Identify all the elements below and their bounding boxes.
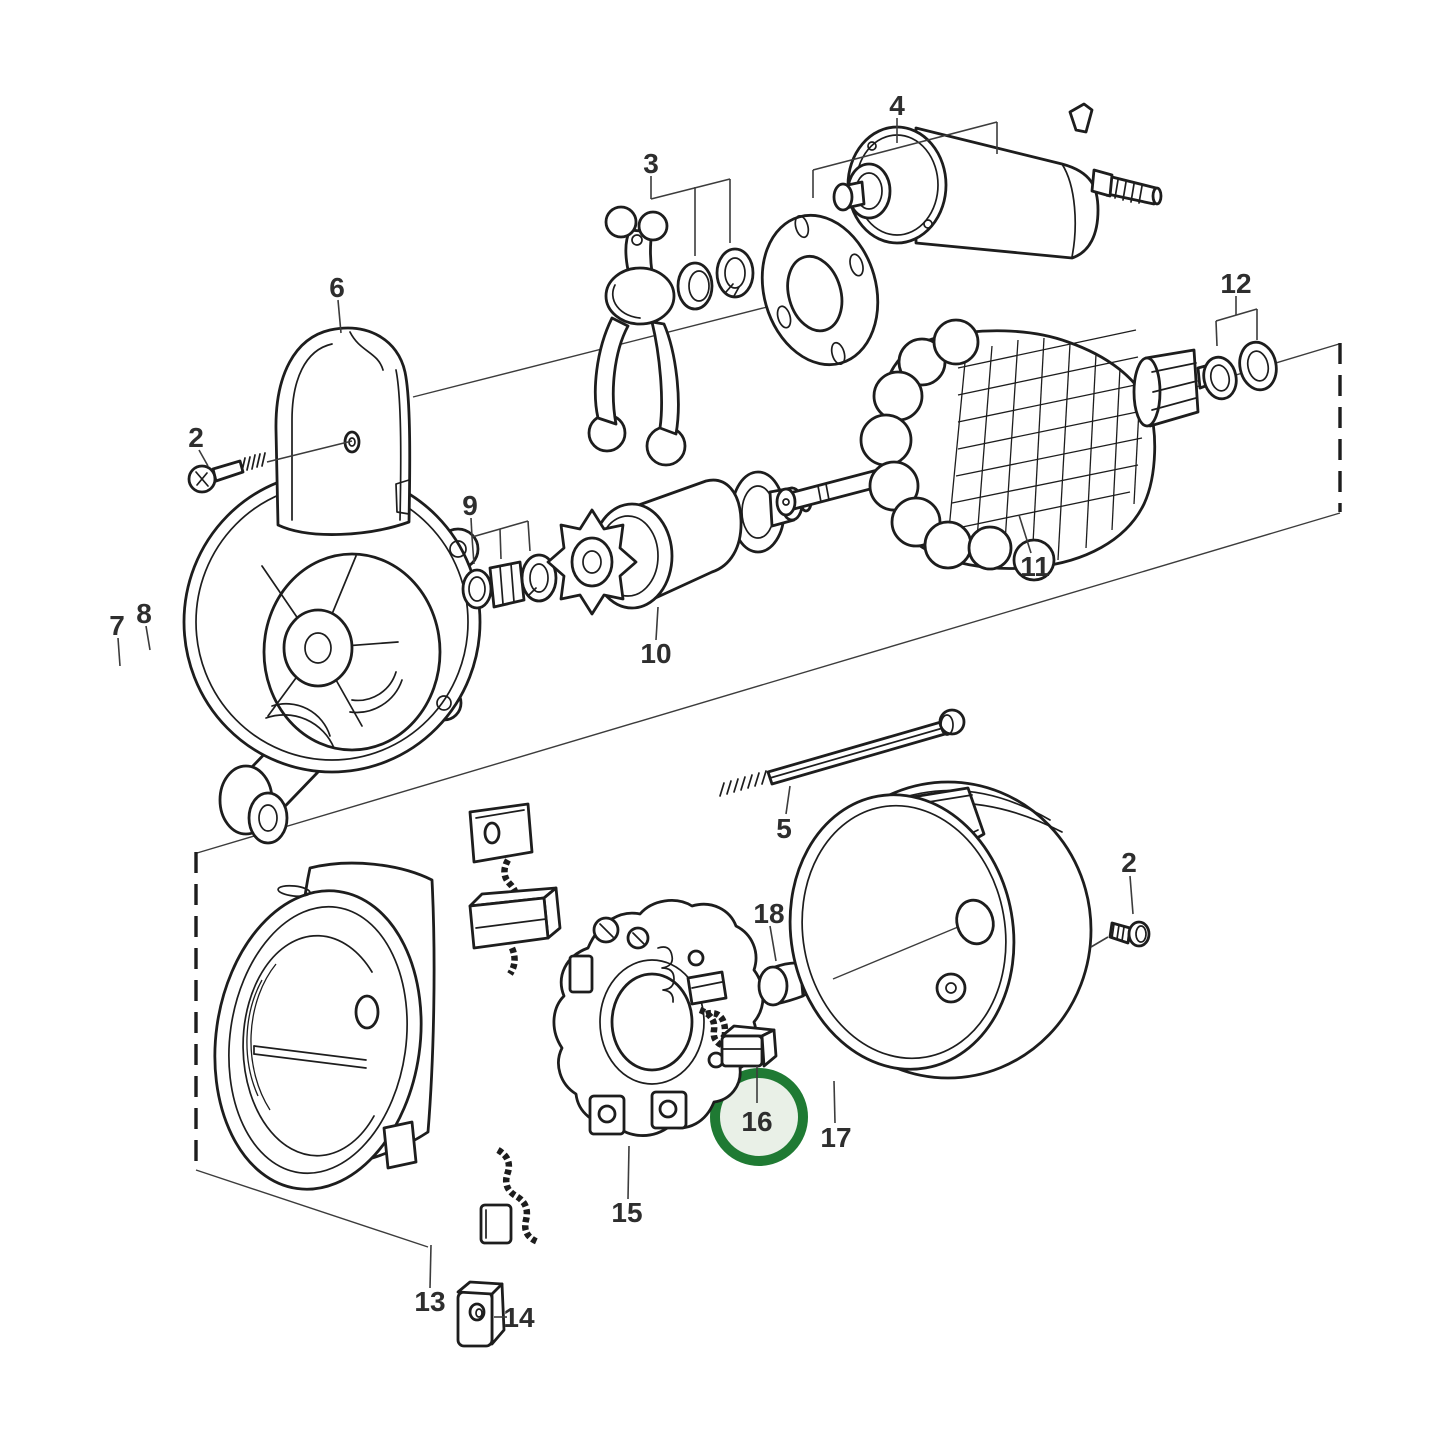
leader-line-8 (145, 625, 151, 651)
bracket-line (1090, 936, 1109, 948)
callout-16-highlighted[interactable]: 16 (741, 1106, 772, 1137)
part-16-brush-highlighted[interactable] (705, 1009, 778, 1068)
callout-8: 8 (136, 598, 152, 629)
highlight-fill (710, 1068, 808, 1166)
cap-hub-hole (955, 898, 995, 946)
leader-line-13 (429, 1244, 432, 1289)
part-13-field-housing (213, 861, 540, 1246)
leader-line-10 (655, 606, 659, 641)
part-3-retaining-clip (715, 247, 755, 299)
leader-line-5 (785, 785, 791, 815)
brush-spring (657, 946, 675, 1003)
solenoid-plunger-tip (832, 182, 854, 212)
adjusting-nut (488, 560, 526, 609)
highlight-hotspot[interactable] (710, 1068, 808, 1166)
part-3-engagement-lever (587, 205, 687, 467)
callout-4: 4 (889, 90, 905, 121)
group-bottom-line (195, 1169, 429, 1248)
leader-line-7 (117, 637, 121, 667)
leader-line-17 (833, 1080, 836, 1124)
part-11-armature (775, 318, 1227, 582)
part-14-brush (456, 1280, 506, 1348)
lever-knob (637, 210, 669, 242)
terminal-tab (468, 802, 534, 864)
bracket-line (471, 536, 475, 565)
part-4-gasket (760, 213, 880, 367)
part-9-adjusting-set (461, 553, 558, 610)
leader-lines (117, 118, 1237, 1318)
part-17-end-cap (788, 780, 1093, 1080)
leader-line-18 (769, 925, 777, 962)
callout-12: 12 (1220, 268, 1251, 299)
part-10-drive-pinion-clutch (546, 470, 813, 616)
leader-line-2 (198, 449, 209, 467)
leader-line-11 (1018, 514, 1032, 554)
lever-knob (604, 205, 638, 239)
drive-end-housing (182, 470, 482, 845)
bracket-line (812, 121, 998, 171)
callout-17: 17 (820, 1122, 851, 1153)
callout-7: 7 (109, 610, 125, 641)
leader-line-2 (1129, 875, 1134, 915)
lever-boss (604, 266, 676, 326)
nose-face (247, 791, 289, 845)
bracket-line (1215, 320, 1218, 347)
callout-18: 18 (753, 898, 784, 929)
part-3-pivot-pin (676, 261, 714, 311)
part-2-screw-rear (1108, 920, 1151, 948)
field-lead-braid (496, 1147, 540, 1246)
part-5-through-bolt (719, 708, 966, 797)
housing-hub (282, 608, 354, 688)
part-15-brush-holder-plate (552, 899, 765, 1137)
bracket-line (650, 178, 731, 200)
leader-line-15 (627, 1145, 630, 1200)
group-divider-line (196, 512, 1341, 854)
bracket-line (266, 440, 353, 463)
leader-line-6 (337, 299, 342, 334)
part-6-dust-shield (274, 326, 412, 536)
callout-2: 2 (188, 422, 204, 453)
part-4-solenoid (832, 102, 1163, 260)
brush-terminal-assembly (468, 802, 562, 976)
brush-box (686, 970, 728, 1006)
callout-9: 9 (462, 490, 478, 521)
brush-block (720, 1034, 764, 1068)
callout-6: 6 (329, 272, 345, 303)
callout-11: 11 (1020, 551, 1050, 582)
callout-5: 5 (776, 813, 792, 844)
callout-10: 10 (640, 638, 671, 669)
part-12-washers (1202, 340, 1278, 401)
plate-center-hole (610, 972, 694, 1072)
callout-2: 2 (1121, 847, 1137, 878)
part-2-screw-front (187, 452, 266, 494)
bracket-line (527, 520, 531, 552)
lever-foot (645, 425, 687, 467)
lead-terminal (479, 1203, 513, 1245)
callout-13: 13 (414, 1286, 445, 1317)
housing-hole (354, 994, 380, 1030)
highlight-ring[interactable] (710, 1068, 808, 1166)
leader-line-9 (470, 517, 473, 538)
callout-14: 14 (503, 1302, 535, 1333)
brush-braid (507, 946, 518, 976)
bracket-line (499, 528, 502, 560)
callout-15: 15 (611, 1197, 642, 1228)
callout-3: 3 (643, 148, 659, 179)
solenoid-terminal-tab (1068, 102, 1094, 134)
